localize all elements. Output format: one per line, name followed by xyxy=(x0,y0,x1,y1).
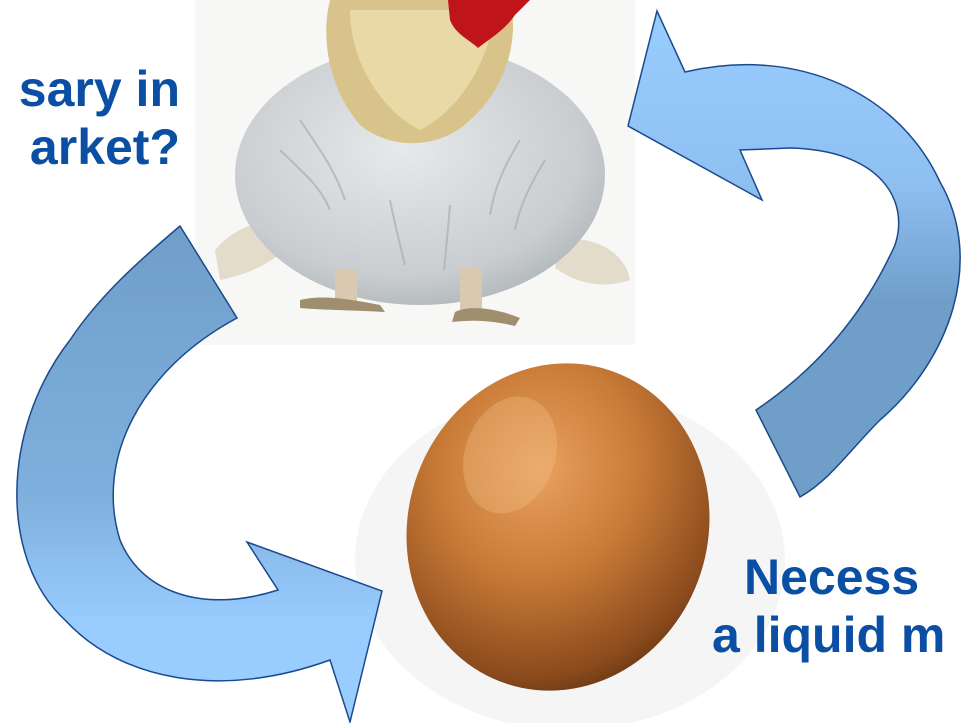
caption-top-left-line2: arket? xyxy=(0,118,180,176)
caption-top-left-line1: sary in xyxy=(0,60,180,118)
caption-bottom-right-line2: a liquid m xyxy=(700,606,968,664)
caption-bottom-right-line1: Necess xyxy=(700,548,968,606)
caption-bottom-right: Necess a liquid m xyxy=(700,548,968,664)
chicken-photo xyxy=(195,0,635,345)
caption-top-left: sary in arket? xyxy=(0,60,180,176)
